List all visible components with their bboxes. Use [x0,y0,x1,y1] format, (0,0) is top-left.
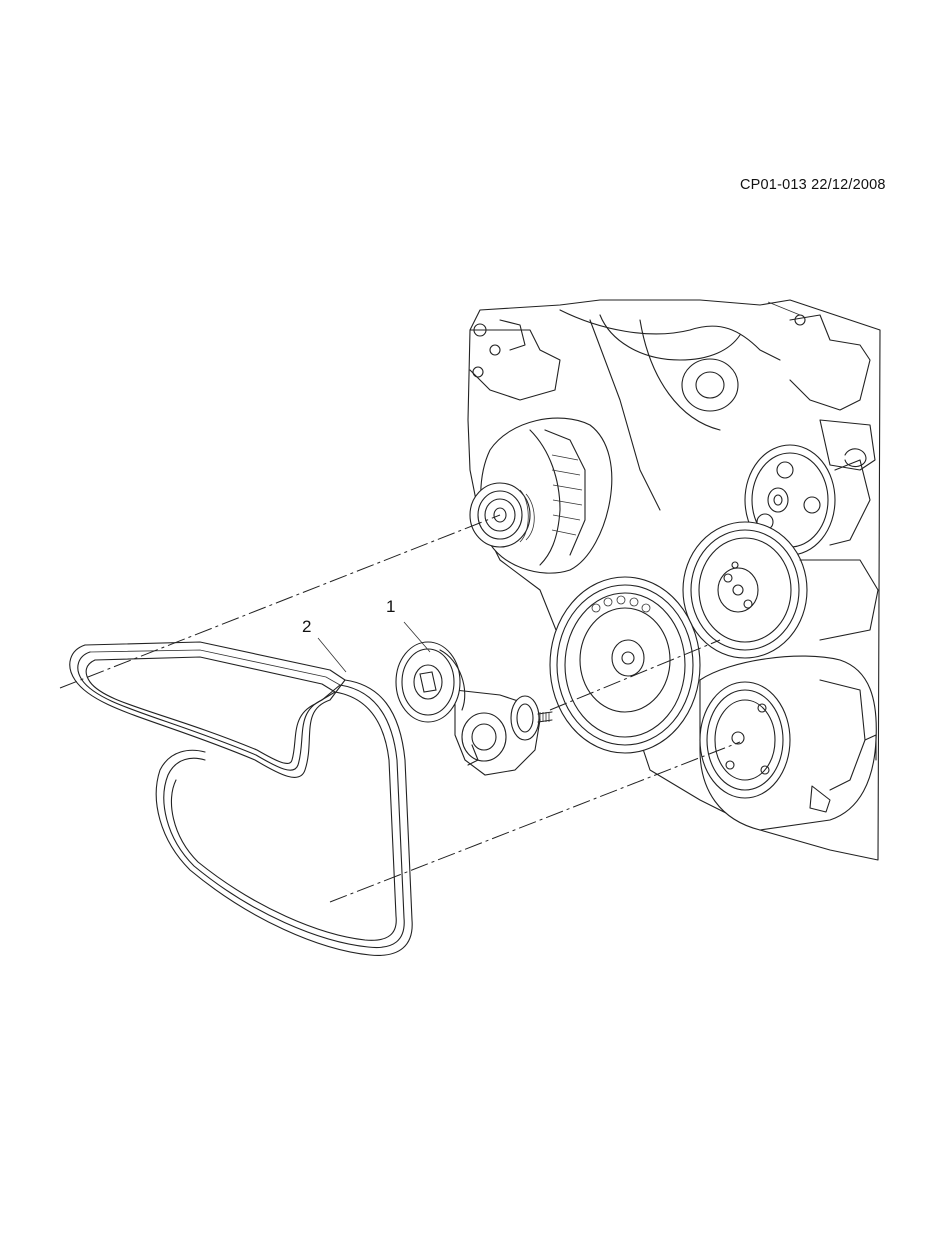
callout-2-leader [317,637,347,673]
engine-assembly [467,299,881,861]
callout-1-leader [403,621,431,653]
drive-belt [69,641,413,956]
crankshaft-pulley [549,576,701,754]
ac-compressor [699,655,877,831]
alignment-lines [59,514,741,903]
alternator [469,417,613,574]
belt-tensioner [395,641,553,776]
diagram-reference-code: CP01-013 22/12/2008 [740,177,886,193]
water-pump-pulley [682,521,879,659]
callout-item-1: 1 [386,597,396,616]
callout-item-2: 2 [302,617,312,636]
